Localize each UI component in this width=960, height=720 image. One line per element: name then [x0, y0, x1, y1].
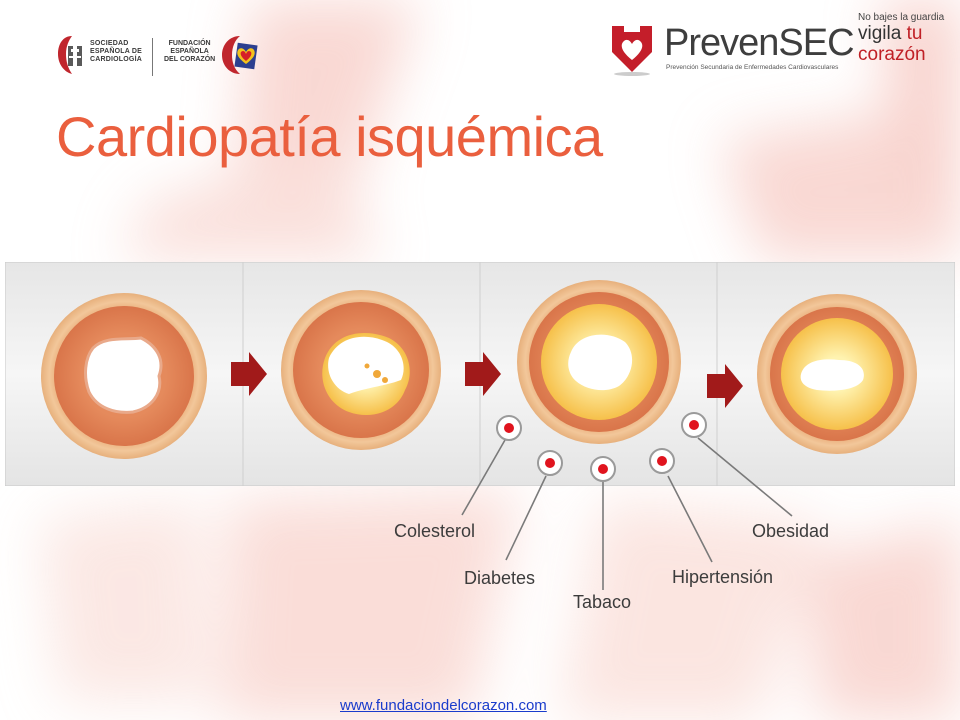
- artery-stage-1: [41, 293, 207, 459]
- slogan-line-2: vigila tu: [858, 23, 923, 44]
- fec-heart-icon: [222, 36, 258, 74]
- artery-stage-4: [757, 294, 917, 454]
- label-colesterol: Colesterol: [394, 521, 475, 541]
- slide-title: Cardiopatía isquémica: [56, 105, 603, 168]
- label-tabaco: Tabaco: [573, 592, 631, 612]
- logo-prevensec: PrevenSEC Prevención Secundaria de Enfer…: [608, 18, 855, 80]
- marker-colesterol: [496, 415, 522, 441]
- prevensec-heart-icon: [612, 26, 652, 76]
- marker-tabaco: [590, 456, 616, 482]
- marker-hipertension: [649, 448, 675, 474]
- label-hipertension: Hipertensión: [672, 567, 773, 587]
- sec-name: SOCIEDAD ESPAÑOLA DE CARDIOLOGÍA: [90, 40, 142, 63]
- marker-diabetes: [537, 450, 563, 476]
- slogan-line-1: No bajes la guardia: [858, 12, 945, 23]
- prevensec-name: PrevenSEC: [664, 22, 855, 64]
- slogan: No bajes la guardia vigila tu corazón: [858, 12, 958, 65]
- sec-emblem-icon: [58, 36, 82, 74]
- fec-name: FUNDACIÓN ESPAÑOLA DEL CORAZÓN: [164, 40, 216, 63]
- progression-arrow-icon: [231, 352, 267, 396]
- slogan-line-3: corazón: [858, 44, 926, 65]
- artery-stage-2: [281, 290, 441, 450]
- progression-arrow-icon: [465, 352, 501, 396]
- website-link[interactable]: www.fundaciondelcorazon.com: [340, 697, 547, 714]
- artery-panels: [5, 262, 955, 486]
- marker-obesidad: [681, 412, 707, 438]
- logo-divider: [152, 38, 153, 76]
- prevensec-subtitle: Prevención Secundaria de Enfermedades Ca…: [666, 64, 839, 71]
- progression-arrow-icon: [707, 364, 743, 408]
- logo-sec-fec: SOCIEDAD ESPAÑOLA DE CARDIOLOGÍA FUNDACI…: [56, 34, 261, 78]
- label-diabetes: Diabetes: [464, 568, 535, 588]
- artery-stage-3: [517, 280, 681, 444]
- label-obesidad: Obesidad: [752, 521, 829, 541]
